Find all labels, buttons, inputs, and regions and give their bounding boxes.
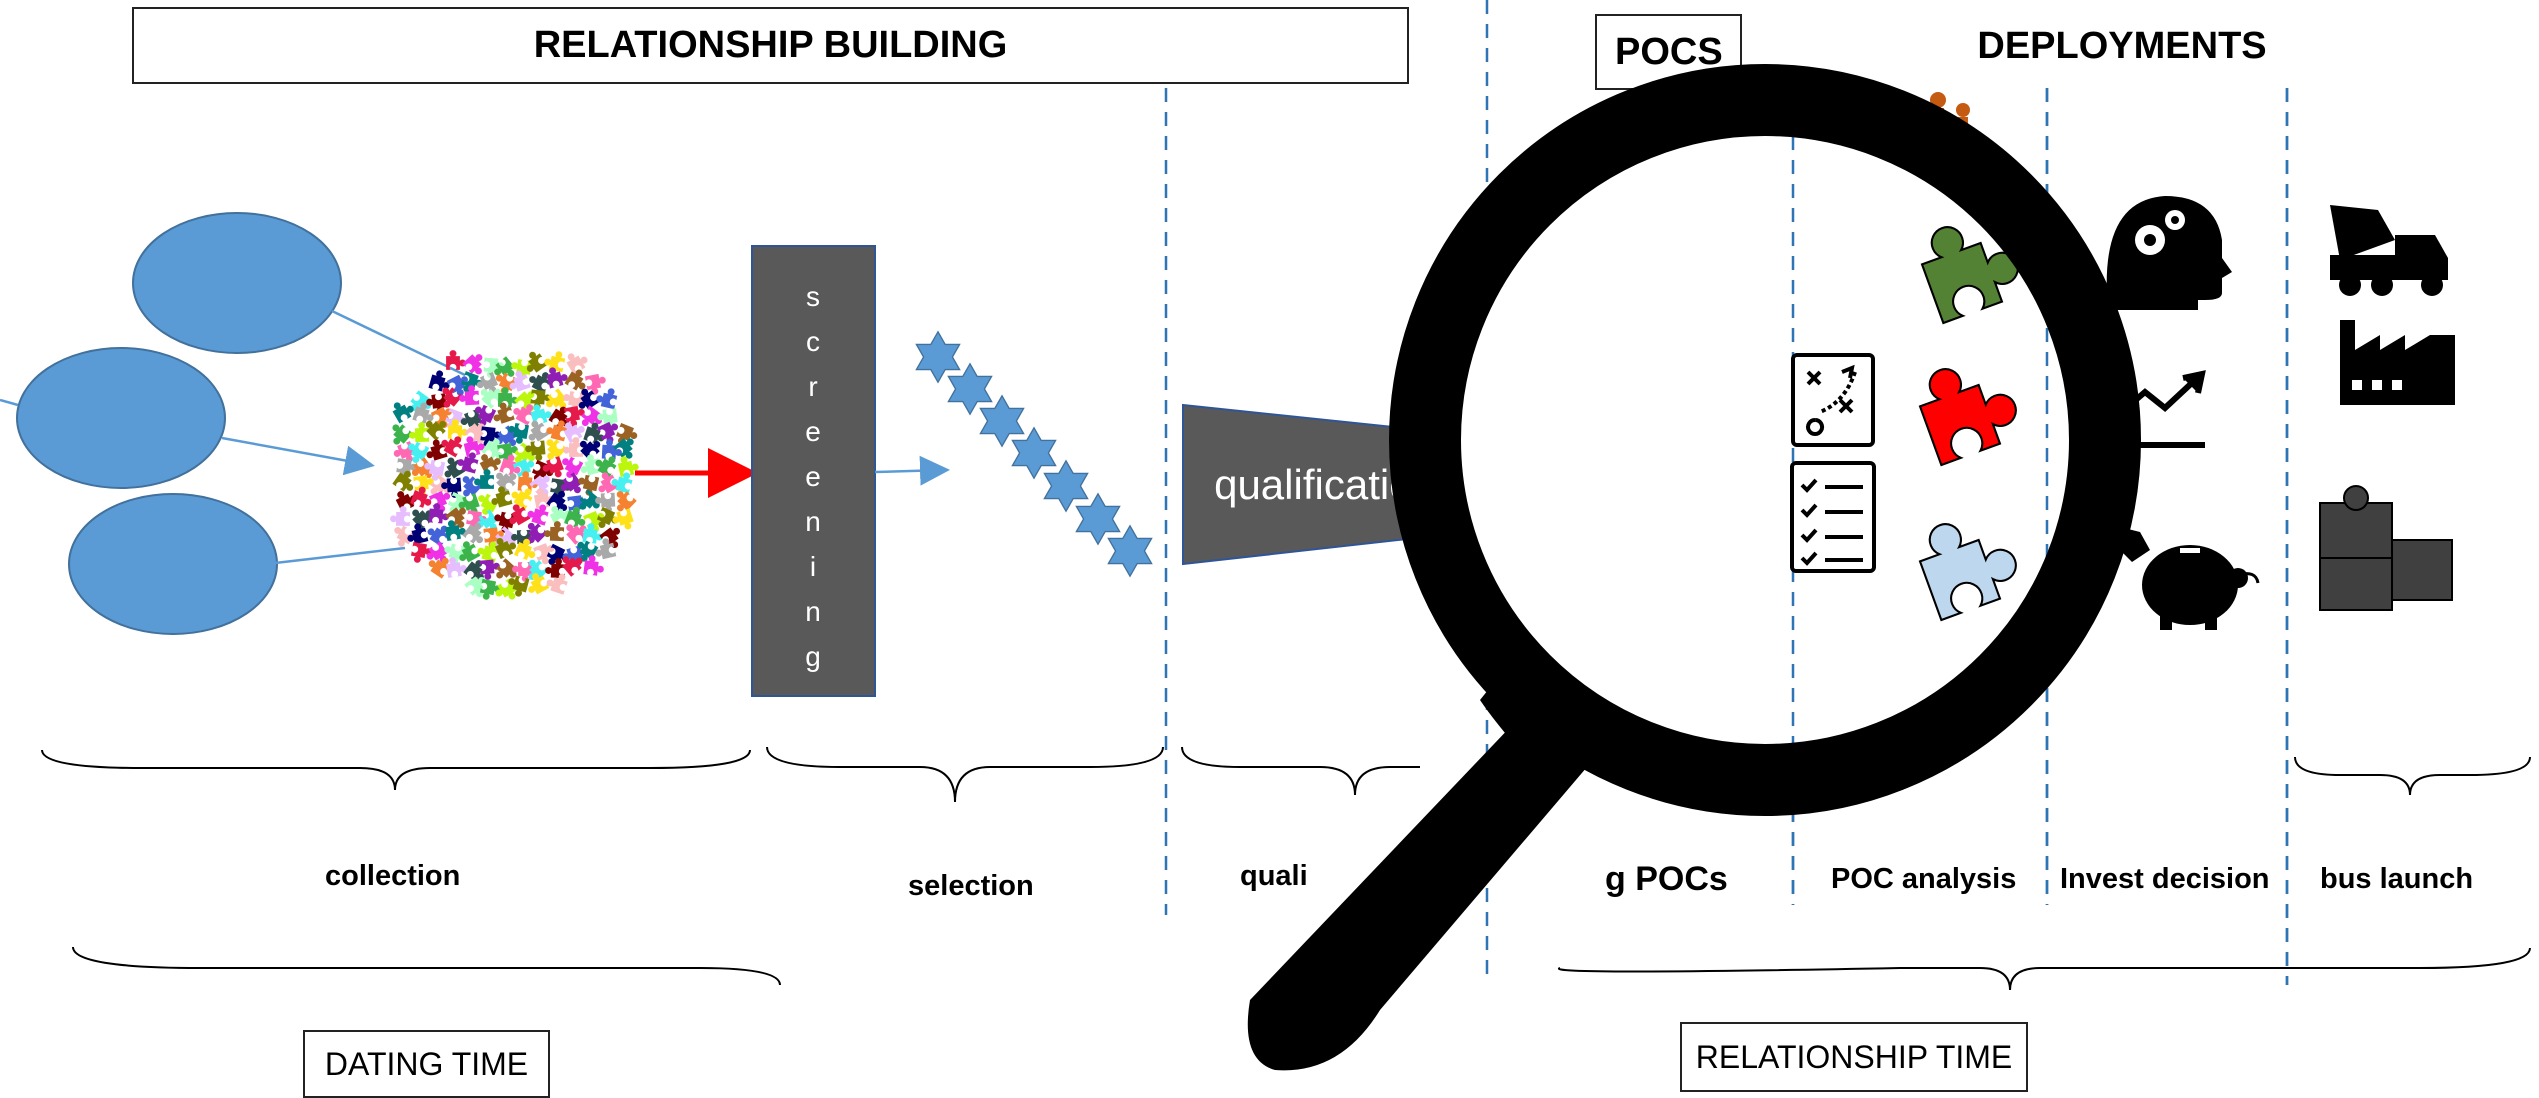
screening-letter: s bbox=[806, 281, 820, 312]
relationship-building-header: RELATIONSHIP BUILDING bbox=[132, 7, 1409, 84]
screening-letter: i bbox=[810, 551, 816, 582]
puzzle-piece bbox=[389, 505, 411, 527]
stage-label-selection: selection bbox=[908, 870, 1034, 902]
relationship-time-box: RELATIONSHIP TIME bbox=[1680, 1022, 2028, 1092]
source-ellipse-2 bbox=[16, 347, 226, 489]
head-gears-icon bbox=[2106, 196, 2232, 310]
puzzle-piece bbox=[524, 440, 546, 462]
screening-letter: e bbox=[805, 416, 821, 447]
stage-label-poc-analysis: POC analysis bbox=[1831, 863, 2017, 895]
source-connectors bbox=[0, 309, 466, 565]
star-4 bbox=[1011, 427, 1057, 479]
source-ellipse-3 bbox=[68, 493, 278, 635]
star-1 bbox=[915, 331, 961, 383]
screening-letter: e bbox=[805, 461, 821, 492]
star-2 bbox=[947, 363, 993, 415]
star-5 bbox=[1043, 460, 1089, 512]
puzzle-piece bbox=[428, 502, 450, 524]
puzzle-piece bbox=[474, 469, 494, 489]
strategy-board-icon bbox=[1791, 353, 1875, 447]
stage-braces bbox=[41, 746, 2531, 803]
stage-label-qualification: quali bbox=[1240, 860, 1308, 892]
screening-out-arrow bbox=[874, 455, 950, 486]
stage-label-collection: collection bbox=[325, 860, 461, 892]
dating-time-box: DATING TIME bbox=[303, 1030, 550, 1098]
puzzle-piece bbox=[584, 372, 609, 397]
puzzle-piece bbox=[594, 385, 619, 410]
puzzle-piece bbox=[562, 436, 584, 458]
deployments-header: DEPLOYMENTS bbox=[1977, 24, 2267, 67]
checklist-icon bbox=[1790, 461, 1876, 573]
stage-label-pocs: g POCs bbox=[1605, 860, 1728, 898]
screening-box bbox=[751, 245, 876, 697]
screening-letter: n bbox=[805, 506, 821, 537]
star-6 bbox=[1075, 493, 1121, 545]
factory-icon bbox=[2340, 320, 2455, 405]
source-ellipses bbox=[16, 212, 342, 635]
puzzle-pieces-cluster bbox=[384, 347, 642, 606]
cement-truck-icon bbox=[2330, 205, 2448, 296]
star-3 bbox=[979, 395, 1025, 447]
source-ellipse-1 bbox=[132, 212, 342, 354]
selected-stars bbox=[915, 331, 1153, 577]
puzzle-piece bbox=[543, 520, 565, 542]
puzzle-piece bbox=[446, 350, 466, 370]
stage-label-invest-decision: Invest decision bbox=[2060, 863, 2270, 895]
screening-letter: r bbox=[808, 371, 817, 402]
stage-label-bus-launch: bus launch bbox=[2320, 863, 2474, 895]
time-braces bbox=[72, 946, 2531, 991]
screening-letter: c bbox=[806, 326, 820, 357]
puzzle-gray-icon bbox=[2319, 485, 2453, 611]
magnifying-glass-icon bbox=[1247, 64, 2141, 1071]
screening-letter: g bbox=[805, 641, 821, 672]
star-7 bbox=[1107, 525, 1153, 577]
screening-letter: n bbox=[805, 596, 821, 627]
